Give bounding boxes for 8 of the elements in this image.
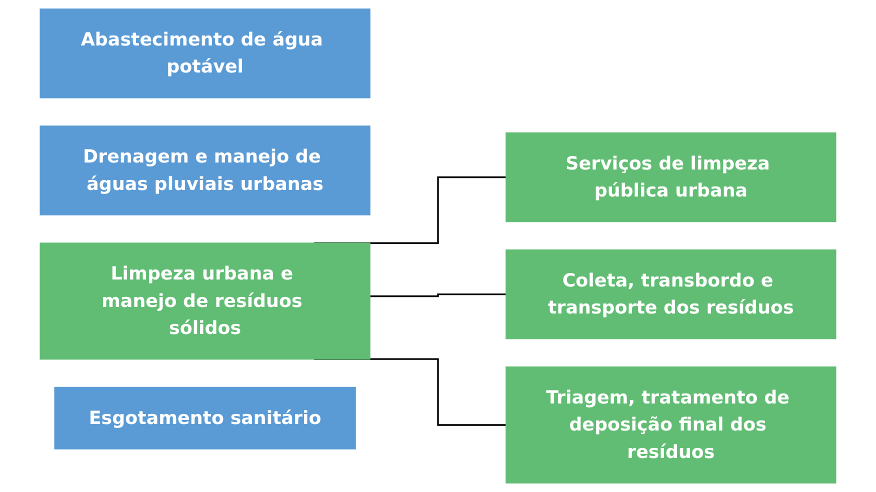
connector [370,293,508,298]
node-box: Limpeza urbana e manejo de resíduos sólidos [40,242,370,360]
node-box: Esgotamento sanitário [54,386,356,450]
node-box: Triagem, tratamento de deposição final dos resíduos [506,366,836,484]
node-box: Serviços de limpeza pública urbana [506,132,836,222]
node-box: Coleta, transbordo e transporte dos resíduos [506,249,836,340]
node-box: Abastecimento de água potável [40,8,370,98]
node-box: Drenagem e manejo de águas pluviais urbanas [40,126,370,216]
